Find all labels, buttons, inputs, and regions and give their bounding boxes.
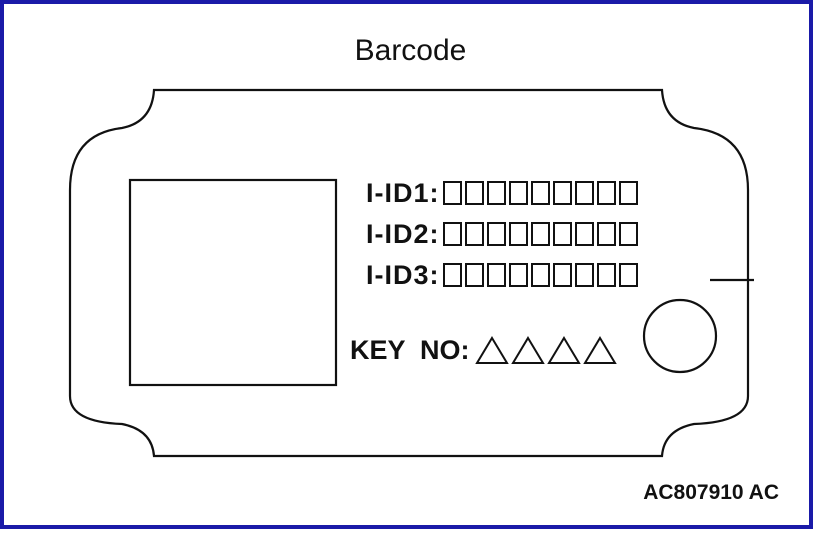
id-label-3: I-ID3: xyxy=(366,259,440,290)
id-boxes-3 xyxy=(442,263,641,287)
id-char-box xyxy=(442,222,462,246)
id-char-box xyxy=(618,222,638,246)
key-no-label: KEY NO: xyxy=(350,334,470,365)
id-char-box xyxy=(618,263,638,287)
id-char-box xyxy=(530,222,550,246)
id-char-box xyxy=(552,263,572,287)
id-char-box xyxy=(596,263,616,287)
id-char-box xyxy=(464,181,484,205)
id-char-box xyxy=(464,222,484,246)
id-char-box xyxy=(508,263,528,287)
id-boxes-1 xyxy=(442,181,641,205)
diagram-title: Barcode xyxy=(354,34,467,67)
id-char-box xyxy=(552,181,572,205)
key-triangle xyxy=(474,336,509,364)
id-char-box xyxy=(596,181,616,205)
id-char-box xyxy=(574,222,594,246)
id-boxes-2 xyxy=(442,222,641,246)
id-char-box xyxy=(442,181,462,205)
id-char-box xyxy=(596,222,616,246)
id-row-1: I-ID1: xyxy=(366,178,641,208)
id-char-box xyxy=(442,263,462,287)
id-char-box xyxy=(486,222,506,246)
id-row-2: I-ID2: xyxy=(366,219,641,249)
barcode-square xyxy=(128,178,338,387)
tag-outline-drawing xyxy=(68,88,754,458)
id-label-2: I-ID2: xyxy=(366,218,440,249)
key-no-triangles xyxy=(474,334,618,366)
id-char-box xyxy=(618,181,638,205)
key-triangle xyxy=(510,336,545,364)
id-char-box xyxy=(464,263,484,287)
id-char-box xyxy=(508,181,528,205)
id-char-box xyxy=(552,222,572,246)
id-row-3: I-ID3: xyxy=(366,260,641,290)
tag-outline xyxy=(68,88,750,458)
tag-circle xyxy=(642,298,718,374)
figure-code: AC807910 AC xyxy=(643,481,779,504)
id-char-box xyxy=(530,181,550,205)
id-char-box xyxy=(574,263,594,287)
key-no-row: KEY NO: xyxy=(350,332,618,368)
key-triangle xyxy=(582,336,617,364)
id-char-box xyxy=(486,263,506,287)
id-char-box xyxy=(574,181,594,205)
id-char-box xyxy=(486,181,506,205)
id-label-1: I-ID1: xyxy=(366,177,440,208)
id-char-box xyxy=(530,263,550,287)
id-char-box xyxy=(508,222,528,246)
key-triangle xyxy=(546,336,581,364)
